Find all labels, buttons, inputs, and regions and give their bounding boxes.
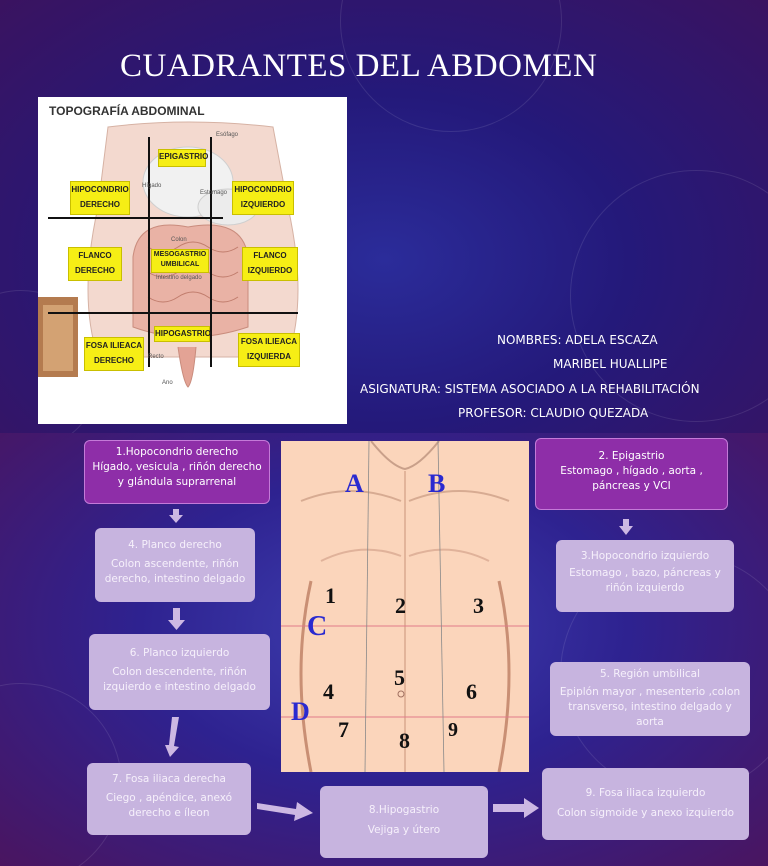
label-b: B	[428, 469, 446, 498]
box-title: 1.Hopocondrio derecho	[115, 446, 239, 458]
slide-title-text: CUADRANTES DEL ABDOMEN	[120, 48, 598, 84]
region-number-5: 5	[394, 665, 405, 690]
arrow-right-icon	[257, 802, 313, 821]
label-epigastrio: EPIGASTRIO	[158, 149, 208, 167]
box-body: Estomago , hígado , aorta , páncreas y V…	[560, 465, 703, 492]
box-title: 9. Fosa iliaca izquierdo	[585, 787, 706, 799]
region-number-7: 7	[338, 717, 349, 742]
label-c: C	[307, 611, 328, 642]
box-fosa-iliaca-izquierdo: 9. Fosa iliaca izquierdo Colon sigmoide …	[542, 768, 749, 840]
label-a: A	[345, 469, 364, 498]
recto-label: Recto	[148, 354, 164, 360]
info-nombres: NOMBRES: ADELA ESCAZA	[497, 333, 658, 347]
box-body: Epiplón mayor , mesenterio ,colon transv…	[559, 686, 741, 728]
grid-line	[210, 137, 212, 367]
box-title: 7. Fosa iliaca derecha	[112, 773, 226, 785]
box-body: Colon descendente, riñón izquierdo e int…	[103, 666, 256, 693]
region-number-4: 4	[323, 679, 334, 704]
abdominal-topography-image: TOPOGRAFÍA ABDOMINAL EPIGASTRIO HIPOCOND…	[38, 97, 347, 424]
higado-label: Hígado	[142, 183, 162, 189]
label-hipogastrio: HIPOGASTRIO	[154, 326, 211, 342]
box-fosa-iliaca-derecha: 7. Fosa iliaca derecha Ciego , apéndice,…	[87, 763, 251, 835]
esofago-label: Esófago	[216, 132, 239, 138]
box-title: 5. Región umbilical	[599, 668, 701, 680]
box-body: Vejiga y útero	[367, 824, 441, 836]
box-title: 8.Hipogastrio	[368, 804, 440, 816]
region-number-8: 8	[399, 728, 410, 753]
info-asignatura: ASIGNATURA: SISTEMA ASOCIADO A LA REHABI…	[360, 382, 700, 396]
arrow-down-icon	[169, 509, 183, 523]
region-number-2: 2	[395, 593, 406, 618]
box-body: Colon ascendente, riñón derecho, intesti…	[104, 558, 246, 585]
info-profesor: PROFESOR: CLAUDIO QUEZADA	[458, 406, 649, 420]
torso-illustration	[281, 441, 529, 772]
arrow-down-icon	[168, 608, 185, 630]
grid-line	[48, 217, 223, 219]
image-heading: TOPOGRAFÍA ABDOMINAL	[49, 104, 205, 118]
arrow-right-icon	[493, 798, 539, 818]
box-body: Estomago , bazo, páncreas y riñón izquie…	[569, 567, 721, 594]
torso-quadrants-image: A B C D 1 2 3 4 5 6 7 8 9	[281, 441, 529, 772]
box-title: 3.Hopocondrio izquierdo	[580, 550, 710, 562]
ano-label: Ano	[162, 380, 173, 386]
box-body: Hígado, vesicula , riñón derecho y glánd…	[92, 461, 262, 488]
label-d: D	[291, 697, 310, 726]
intestino-label: Intestino delgado	[156, 275, 202, 281]
box-hipocondrio-izquierdo: 3.Hopocondrio izquierdo Estomago , bazo,…	[556, 540, 734, 612]
box-body: Ciego , apéndice, anexó derecho e íleon	[105, 792, 233, 819]
arrow-down-icon	[619, 519, 633, 535]
box-region-umbilical: 5. Región umbilical Epiplón mayor , mese…	[550, 662, 750, 736]
grid-line	[48, 312, 298, 314]
box-title: 4. Planco derecho	[128, 539, 222, 551]
region-number-9: 9	[448, 719, 458, 741]
arrow-down-icon	[165, 717, 179, 757]
region-number-6: 6	[466, 679, 477, 704]
region-number-1: 1	[325, 583, 336, 608]
grid-line	[148, 137, 150, 367]
info-nombre-2: MARIBEL HUALLIPE	[553, 357, 668, 371]
box-hipocondrio-derecho: 1.Hopocondrio derecho Hígado, vesicula ,…	[84, 440, 270, 504]
box-planco-derecho: 4. Planco derecho Colon ascendente, riñó…	[95, 528, 255, 602]
box-title: 6. Planco izquierdo	[129, 647, 230, 659]
box-title: 2. Epigastrio	[598, 450, 665, 462]
slide-title: CUADRANTES DEL ABDOMEN TOPOGRAFÍA ABDOMI…	[0, 0, 768, 433]
box-body: Colon sigmoide y anexo izquierdo	[556, 807, 735, 819]
box-hipogastrio: 8.Hipogastrio Vejiga y útero	[320, 786, 488, 858]
estomago-label: Estomago	[200, 190, 228, 196]
box-planco-izquierdo: 6. Planco izquierdo Colon descendente, r…	[89, 634, 270, 710]
box-epigastrio: 2. Epigastrio Estomago , hígado , aorta …	[535, 438, 728, 510]
colon-label: Colon	[171, 237, 187, 243]
region-number-3: 3	[473, 593, 484, 618]
